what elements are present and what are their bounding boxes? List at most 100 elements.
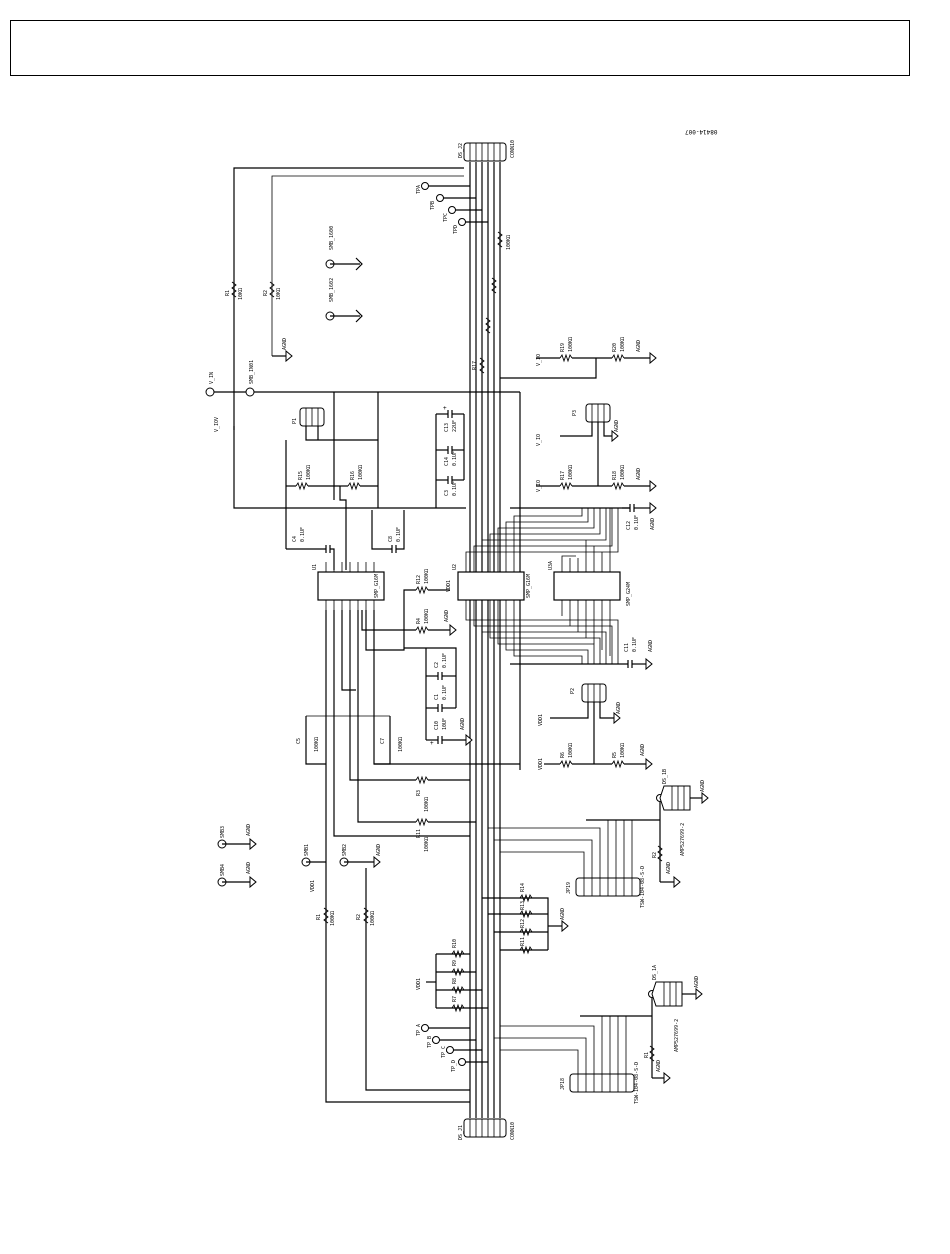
u2-u3-top-wiring (465, 507, 630, 562)
resistor-r17: R17 (472, 357, 485, 374)
v-iov-net-label: V_IOV (214, 417, 220, 432)
ds-1a-ref: DS_1A (652, 965, 658, 980)
agnd-label-ds-1b-2: AGND (666, 862, 672, 874)
capacitor-cluster-mid: C2 0.1UF C1 0.1UF C10 10UF AGND + (404, 647, 473, 747)
ds-j2-part: CONN10 (510, 140, 516, 158)
ds-1a-part: AMP527699-2 (674, 1019, 680, 1052)
c12-value: 0.1UF (634, 515, 640, 530)
resistor-r16: R16 100KΩ (340, 465, 378, 491)
tp-b-label: TP_B (427, 1036, 433, 1048)
connector-p2: P2 AGND VDD1 (538, 683, 622, 764)
top-left-wiring (210, 167, 521, 770)
connector-ds-j1: DS_J1 CONN10 (458, 1118, 516, 1140)
r12-label: R12 (416, 575, 422, 584)
r1-top-label: R1 (225, 290, 231, 296)
r11-label: R11 (416, 829, 422, 838)
smb-in01-label: SMB_IN01 (249, 360, 255, 384)
r20-value: 100KΩ (506, 235, 512, 250)
u2-u3-bottom-wiring (465, 610, 628, 665)
c11-value: 0.1UF (632, 637, 638, 652)
smb1-label: SMB1 (304, 844, 310, 856)
ic-u2: U2 SMP_G16M (452, 562, 532, 610)
r2-lower-label: R2 (356, 914, 362, 920)
resistor-r15: R15 100KΩ (286, 465, 340, 491)
resistor-r1-lower: R1 100KΩ (316, 907, 336, 926)
r16-label: R16 (350, 471, 356, 480)
connector-p3: P3 AGND (560, 403, 620, 486)
r1-ds-label: R1 (644, 1052, 650, 1058)
agnd-label-ds-1a: AGND (694, 976, 700, 988)
c2-label: C2 (434, 662, 440, 668)
u1-part: SMP_G16M (374, 574, 380, 598)
smb1-testpoint: SMB1 (301, 844, 326, 867)
resistor-array-lower-right: R14 R13 R12 R11 AGND (482, 883, 569, 955)
smb3-testpoint: SMB3 AGND (217, 824, 257, 851)
u2-ref: U2 (452, 564, 458, 570)
agnd-label-p3: AGND (614, 420, 620, 432)
r17-right-label: R17 (560, 471, 566, 480)
agnd-label-r4: AGND (444, 610, 450, 622)
r18-label: R18 (612, 471, 618, 480)
r2-lower-value: 100KΩ (370, 911, 376, 926)
smb2-testpoint: SMB2 AGND (339, 844, 382, 869)
r7-label: R7 (452, 996, 458, 1002)
c14-label: C14 (444, 457, 450, 466)
ic-u1: U1 SMP_G16M (312, 562, 385, 610)
resistor-array-lower-left: VDD1 R10 R9 R8 R7 (416, 939, 488, 1013)
jp18-ref: JP18 (560, 1078, 566, 1090)
ds-j2-ref: DS_J2 (458, 143, 464, 158)
r16-value: 100KΩ (358, 465, 364, 480)
ic-u3a: U3A SMP_G24M (548, 561, 632, 610)
c2-value: 0.1UF (442, 653, 448, 668)
capacitor-c11: C11 0.1UF AGND (624, 637, 654, 671)
vdd1-label-left: VDD1 (310, 880, 316, 892)
vdd1-label-array: VDD1 (416, 978, 422, 990)
c14-value: 0.1UF (452, 451, 458, 466)
r6-label: R6 (560, 752, 566, 758)
r2-top-value: 10KΩ (276, 288, 282, 300)
tpa-label: TPA (416, 185, 422, 194)
r5-value: 100KΩ (620, 743, 626, 758)
tp-a-testpoint: TP_A (416, 1024, 470, 1036)
c11-gnd-label: AGND (648, 640, 654, 652)
r15-value: 100KΩ (306, 465, 312, 480)
u1-ref: U1 (312, 564, 318, 570)
c1-label: C1 (434, 694, 440, 700)
r19-label: R19 (560, 343, 566, 352)
connector-ds-1b: DS_1B AMP527699-2 AGND R2 AGND (586, 769, 709, 889)
r3-value: 100KΩ (424, 797, 430, 812)
capacitor-c4: C4 0.1UF (286, 527, 335, 570)
r4-label: R4 (416, 618, 422, 624)
capacitor-c8: C8 0.1UF (371, 510, 405, 553)
jp18-part: TSW-104-08-S-D (634, 1062, 640, 1104)
r11-value: 100KΩ (424, 837, 430, 852)
u3a-part: SMP_G24M (626, 582, 632, 606)
vdd1-resistor-chain: VDD1 R6 100KΩ R5 100KΩ AGND (538, 743, 653, 771)
r12-value: 100KΩ (424, 569, 430, 584)
r3-label: R3 (416, 790, 422, 796)
r2-ds-label: R2 (652, 852, 658, 858)
c8-value: 0.1UF (396, 527, 402, 542)
r4-value: 100KΩ (424, 609, 430, 624)
agnd-label-smb2: AGND (376, 844, 382, 856)
u3a-ref: U3A (548, 561, 554, 570)
connector-ds-1a: DS_1A AMP527699-2 AGND R1 AGND (580, 965, 703, 1085)
c1-value: 0.1UF (442, 685, 448, 700)
tpa-testpoint: TPA (416, 182, 470, 194)
ds-j1-ref: DS_J1 (458, 1125, 464, 1140)
connector-jp18: JP18 TSW-104-08-S-D (494, 1016, 640, 1104)
agnd-label-smb4: AGND (246, 862, 252, 874)
smb3-label: SMB3 (220, 826, 226, 838)
smb-in01-testpoint: SMB_IN01 (245, 360, 255, 397)
ds-j1-part: CONN10 (510, 1122, 516, 1140)
smb4-label: SMB4 (220, 864, 226, 876)
c11-label: C11 (624, 643, 630, 652)
v-io-label-2: V_IO (536, 480, 542, 492)
resistor-r20: 100KΩ (497, 231, 512, 250)
bus-wires (469, 162, 501, 1118)
r1-top-value: 10KΩ (238, 288, 244, 300)
smb-1600-testpoint: SMB_1600 (325, 226, 363, 271)
resistor-r11: R11 100KΩ (415, 817, 476, 852)
tp-d-label: TP_D (451, 1060, 457, 1072)
c5-value: 100KΩ (314, 737, 320, 752)
